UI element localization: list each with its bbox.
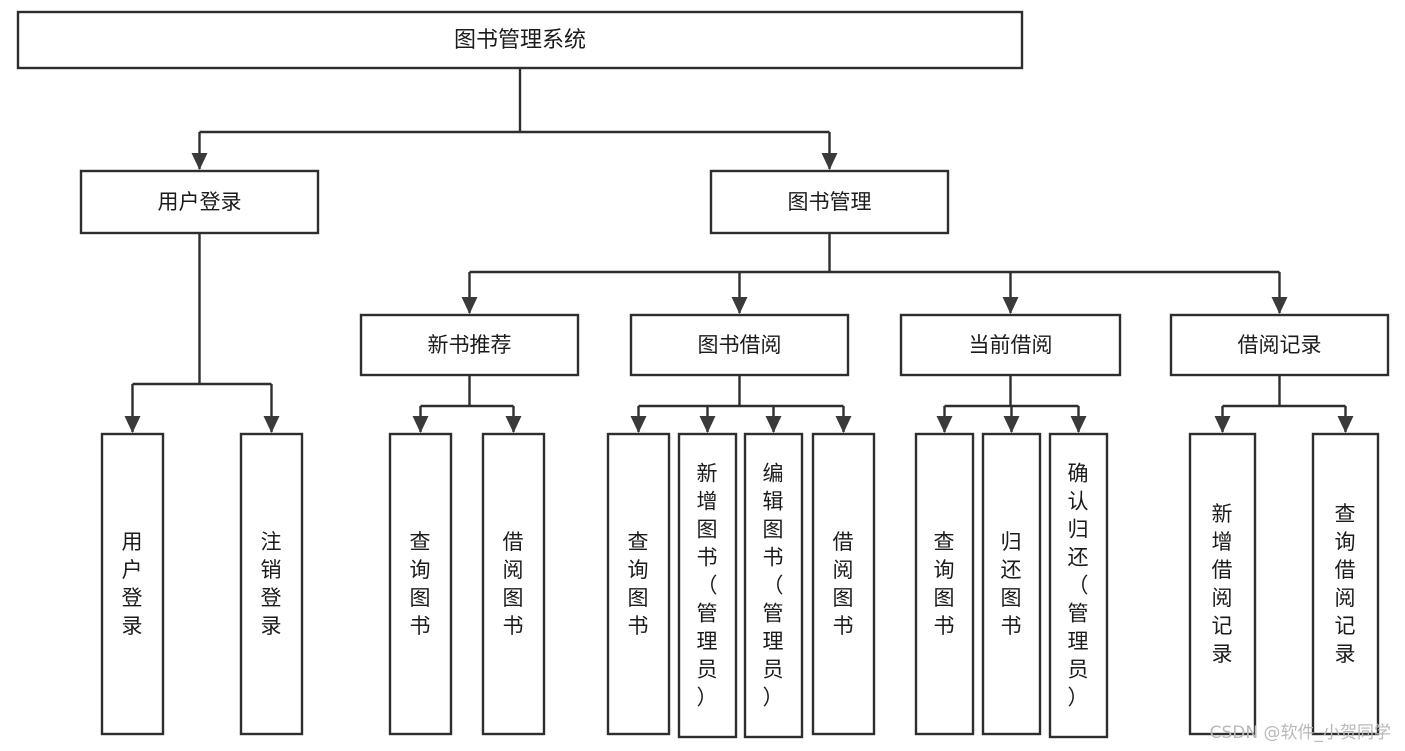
arrow-head-icon xyxy=(630,416,647,433)
node-leaf-query-book-2[interactable]: 查询图书 xyxy=(606,432,671,736)
arrow-head-icon xyxy=(1002,297,1019,314)
node-leaf-borrow-book-2[interactable]: 借阅图书 xyxy=(811,432,876,736)
node-label: 借阅记录 xyxy=(1238,333,1322,357)
node-label: 新书推荐 xyxy=(428,333,512,357)
arrow-head-icon xyxy=(1337,416,1354,433)
node-box xyxy=(1169,313,1390,377)
node-label: 查询图书 xyxy=(934,530,956,638)
node-box xyxy=(899,313,1122,377)
node-label: 借阅图书 xyxy=(833,530,855,638)
node-leaf-confirm-return-admin[interactable]: 确认归还（管理员） xyxy=(1048,432,1109,739)
node-leaf-add-book-admin[interactable]: 新增图书（管理员） xyxy=(677,432,738,739)
node-box xyxy=(79,169,320,235)
node-user-login[interactable]: 用户登录 xyxy=(79,169,320,235)
node-label: 用户登录 xyxy=(122,530,144,638)
node-label: 查询图书 xyxy=(628,530,650,638)
arrow-head-icon xyxy=(1003,416,1020,433)
node-box xyxy=(100,432,165,736)
node-leaf-user-login[interactable]: 用户登录 xyxy=(100,432,165,736)
node-label: 注销登录 xyxy=(261,530,283,638)
node-box xyxy=(239,432,304,736)
node-book-manage[interactable]: 图书管理 xyxy=(709,169,950,235)
node-label: 查询借阅记录 xyxy=(1335,502,1357,666)
node-box xyxy=(481,432,546,736)
arrow-head-icon xyxy=(461,297,478,314)
node-book-borrow[interactable]: 图书借阅 xyxy=(629,313,850,377)
node-leaf-query-book-1[interactable]: 查询图书 xyxy=(388,432,453,736)
node-layer: 图书管理系统用户登录图书管理新书推荐图书借阅当前借阅借阅记录用户登录注销登录查询… xyxy=(16,10,1390,739)
node-box xyxy=(1188,432,1257,736)
node-label: 借阅图书 xyxy=(503,530,525,638)
node-label: 用户登录 xyxy=(158,190,242,214)
arrow-head-icon xyxy=(412,416,429,433)
node-label: 新增借阅记录 xyxy=(1212,502,1234,666)
node-leaf-query-book-3[interactable]: 查询图书 xyxy=(914,432,975,736)
node-box xyxy=(981,432,1042,736)
arrow-head-icon xyxy=(936,416,953,433)
node-box xyxy=(743,432,804,739)
arrow-head-icon xyxy=(124,416,141,433)
node-label: 新增图书（管理员） xyxy=(697,462,719,710)
node-leaf-add-borrow-record[interactable]: 新增借阅记录 xyxy=(1188,432,1257,736)
arrow-head-icon xyxy=(821,153,838,170)
node-box xyxy=(811,432,876,736)
node-borrow-record[interactable]: 借阅记录 xyxy=(1169,313,1390,377)
arrow-head-icon xyxy=(1271,297,1288,314)
node-leaf-borrow-book-1[interactable]: 借阅图书 xyxy=(481,432,546,736)
node-leaf-return-book[interactable]: 归还图书 xyxy=(981,432,1042,736)
node-box xyxy=(1048,432,1109,739)
node-leaf-query-borrow-record[interactable]: 查询借阅记录 xyxy=(1311,432,1380,736)
node-leaf-edit-book-admin[interactable]: 编辑图书（管理员） xyxy=(743,432,804,739)
arrow-head-icon xyxy=(765,416,782,433)
edge-layer xyxy=(124,68,1354,433)
node-label: 确认归还（管理员） xyxy=(1068,462,1090,710)
node-label: 查询图书 xyxy=(410,530,432,638)
node-box xyxy=(629,313,850,377)
node-box xyxy=(1311,432,1380,736)
node-label: 图书管理 xyxy=(788,190,872,214)
node-root[interactable]: 图书管理系统 xyxy=(16,10,1024,70)
node-box xyxy=(606,432,671,736)
node-label: 编辑图书（管理员） xyxy=(763,462,785,710)
node-label: 归还图书 xyxy=(1001,530,1023,638)
node-new-book-recommend[interactable]: 新书推荐 xyxy=(359,313,580,377)
arrow-head-icon xyxy=(191,153,208,170)
node-label: 图书管理系统 xyxy=(454,28,586,53)
arrow-head-icon xyxy=(699,416,716,433)
arrow-head-icon xyxy=(1214,416,1231,433)
arrow-head-icon xyxy=(1070,416,1087,433)
node-box xyxy=(677,432,738,739)
node-box xyxy=(359,313,580,377)
node-box xyxy=(709,169,950,235)
node-leaf-user-logout[interactable]: 注销登录 xyxy=(239,432,304,736)
arrow-head-icon xyxy=(835,416,852,433)
arrow-head-icon xyxy=(731,297,748,314)
node-box xyxy=(914,432,975,736)
node-label: 图书借阅 xyxy=(698,333,782,357)
node-box xyxy=(388,432,453,736)
arrow-head-icon xyxy=(505,416,522,433)
node-box xyxy=(16,10,1024,70)
node-label: 当前借阅 xyxy=(969,333,1053,357)
arrow-head-icon xyxy=(263,416,280,433)
node-current-borrow[interactable]: 当前借阅 xyxy=(899,313,1122,377)
